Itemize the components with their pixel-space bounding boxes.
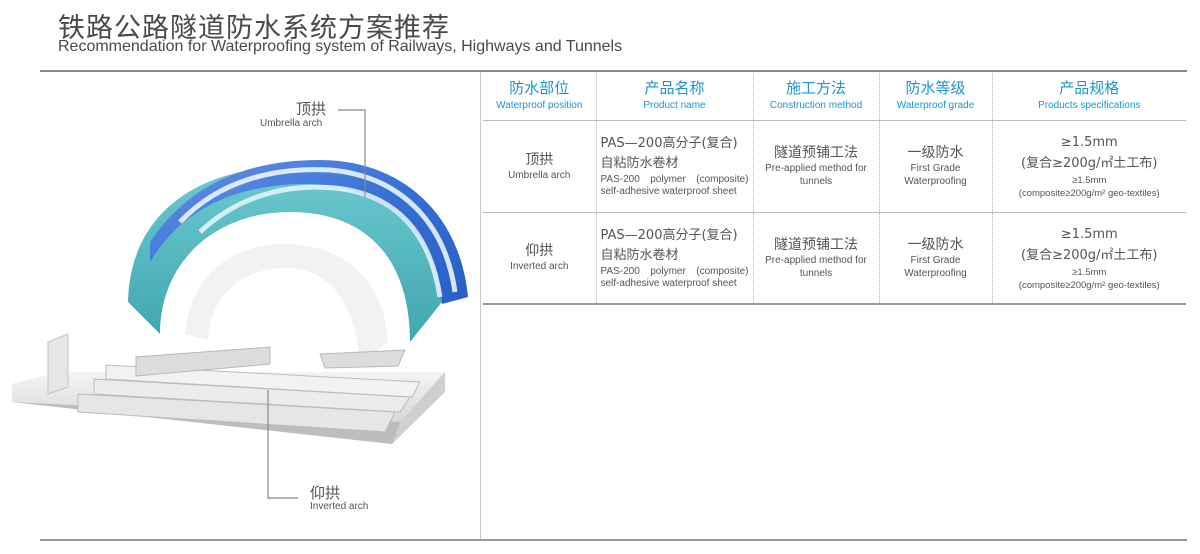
cell-product: PAS—200高分子(复合)自粘防水卷材 PAS-200 polymer (co… bbox=[595, 212, 753, 305]
spec-en-thickness: ≥1.5mm bbox=[1072, 175, 1107, 186]
page-title-cn: 铁路公路隧道防水系统方案推荐 bbox=[58, 13, 450, 44]
method-en: Pre-applied method for tunnels bbox=[765, 254, 867, 279]
table-header-row: 防水部位 Waterproof position 产品名称 Product na… bbox=[483, 73, 1186, 121]
col-header-en: Waterproof position bbox=[496, 100, 583, 112]
page-title-en: Recommendation for Waterproofing system … bbox=[58, 38, 623, 55]
grade-en: First Grade Waterproofing bbox=[904, 163, 967, 187]
col-header-method: 施工方法 Construction method bbox=[752, 73, 879, 121]
spec-cn-composite: (复合≥200g/㎡土工布) bbox=[1021, 156, 1158, 171]
grade-cn: 一级防水 bbox=[907, 145, 964, 161]
cell-spec: ≥1.5mm (复合≥200g/㎡土工布) ≥1.5mm (composite≥… bbox=[991, 120, 1186, 213]
method-cn: 隧道预铺工法 bbox=[774, 145, 858, 161]
product-cn: PAS—200高分子(复合)自粘防水卷材 bbox=[600, 227, 738, 263]
bottom-rule bbox=[40, 539, 1187, 541]
tunnel-opening bbox=[135, 244, 406, 377]
tunnel-diagram-svg bbox=[12, 109, 468, 499]
table-row: 顶拱 Umbrella arch PAS—200高分子(复合)自粘防水卷材 PA… bbox=[483, 120, 1186, 213]
umbrella-arch-outer bbox=[150, 160, 468, 304]
spec-en-composite: (composite≥200g/m² geo-textiles) bbox=[1018, 188, 1160, 199]
col-header-position: 防水部位 Waterproof position bbox=[483, 73, 596, 121]
cell-grade: 一级防水 First Grade Waterproofing bbox=[878, 120, 992, 213]
grade-en: First Grade Waterproofing bbox=[904, 254, 967, 279]
cell-spec: ≥1.5mm (复合≥200g/㎡土工布) ≥1.5mm (composite≥… bbox=[991, 212, 1186, 305]
product-en: PAS-200 polymer (composite) self-adhesiv… bbox=[600, 265, 749, 289]
spec-table: 防水部位 Waterproof position 产品名称 Product na… bbox=[483, 73, 1186, 305]
cell-method: 隧道预铺工法 Pre-applied method for tunnels bbox=[752, 212, 879, 305]
col-header-cn: 产品名称 bbox=[644, 79, 705, 98]
cell-grade: 一级防水 First Grade Waterproofing bbox=[878, 212, 992, 305]
position-en: Inverted arch bbox=[510, 261, 569, 273]
cell-product: PAS—200高分子(复合)自粘防水卷材 PAS-200 polymer (co… bbox=[595, 120, 753, 213]
col-header-product: 产品名称 Product name bbox=[595, 73, 753, 121]
product-en: PAS-200 polymer (composite) self-adhesiv… bbox=[600, 174, 749, 197]
grade-cn: 一级防水 bbox=[907, 236, 964, 253]
umbrella-arch-label-en: Umbrella arch bbox=[260, 118, 323, 129]
spec-en-thickness: ≥1.5mm bbox=[1072, 266, 1107, 278]
col-header-cn: 产品规格 bbox=[1059, 79, 1120, 98]
top-rule bbox=[40, 70, 1187, 72]
position-cn: 仰拱 bbox=[525, 243, 554, 260]
tunnel-illustration: 顶拱 Umbrella arch 仰拱 Inverted arch bbox=[0, 72, 480, 539]
col-header-spec: 产品规格 Products specifications bbox=[991, 73, 1186, 121]
col-header-en: Products specifications bbox=[1038, 100, 1141, 112]
callout-lines bbox=[267, 109, 366, 499]
col-header-en: Construction method bbox=[769, 100, 863, 112]
spec-cn-composite: (复合≥200g/㎡土工布) bbox=[1021, 247, 1158, 263]
cell-position: 顶拱 Umbrella arch bbox=[483, 120, 596, 213]
spec-en-composite: (composite≥200g/m² geo-textiles) bbox=[1018, 279, 1160, 291]
method-en: Pre-applied method for tunnels bbox=[765, 163, 867, 187]
spec-cn-thickness: ≥1.5mm bbox=[1060, 226, 1118, 242]
spec-cn-thickness: ≥1.5mm bbox=[1060, 135, 1118, 150]
inverted-arch-label-cn: 仰拱 bbox=[310, 484, 341, 502]
col-header-cn: 防水部位 bbox=[509, 79, 570, 98]
vertical-divider bbox=[480, 72, 481, 539]
col-header-en: Waterproof grade bbox=[896, 100, 975, 112]
cell-method: 隧道预铺工法 Pre-applied method for tunnels bbox=[752, 120, 879, 213]
position-cn: 顶拱 bbox=[525, 151, 554, 168]
inverted-arch-steps bbox=[77, 364, 421, 433]
col-header-en: Product name bbox=[643, 100, 706, 112]
umbrella-arch-label-cn: 顶拱 bbox=[296, 100, 327, 118]
product-cn: PAS—200高分子(复合)自粘防水卷材 bbox=[600, 136, 738, 171]
table-row: 仰拱 Inverted arch PAS—200高分子(复合)自粘防水卷材 PA… bbox=[483, 212, 1186, 305]
method-cn: 隧道预铺工法 bbox=[774, 236, 858, 253]
col-header-grade: 防水等级 Waterproof grade bbox=[878, 73, 992, 121]
position-en: Umbrella arch bbox=[508, 169, 571, 181]
col-header-cn: 施工方法 bbox=[785, 79, 846, 98]
cell-position: 仰拱 Inverted arch bbox=[483, 212, 596, 305]
col-header-cn: 防水等级 bbox=[905, 79, 966, 98]
inverted-arch-label-en: Inverted arch bbox=[310, 501, 369, 512]
membrane-layer-arch bbox=[128, 167, 442, 342]
